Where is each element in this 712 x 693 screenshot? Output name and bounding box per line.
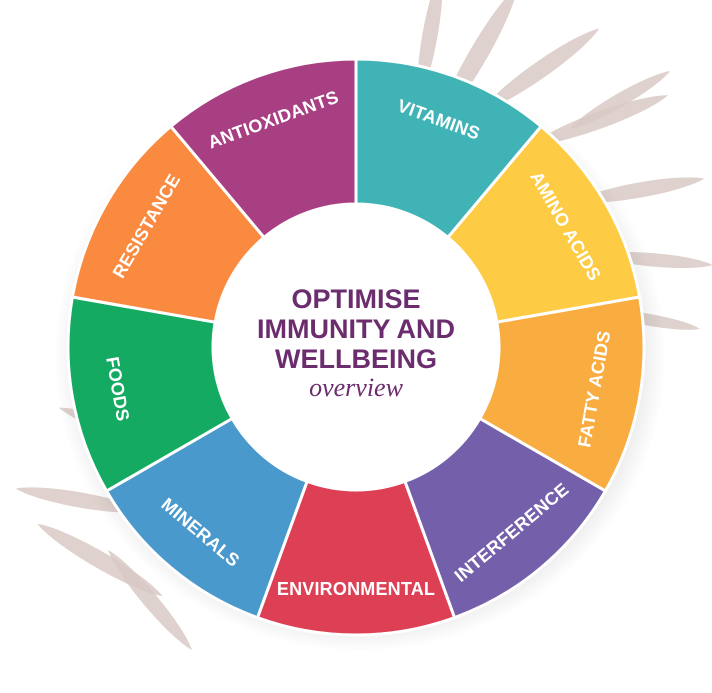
center-text-group: OPTIMISE IMMUNITY AND WELLBEING overview xyxy=(257,284,455,402)
center-subtitle: overview xyxy=(309,373,404,402)
center-disc xyxy=(213,204,499,490)
center-title-line-3: WELLBEING xyxy=(275,344,437,374)
center-title-line-1: OPTIMISE xyxy=(291,284,420,314)
center-title-line-2: IMMUNITY AND xyxy=(257,314,455,344)
segment-label-environmental: ENVIRONMENTAL xyxy=(277,579,435,599)
